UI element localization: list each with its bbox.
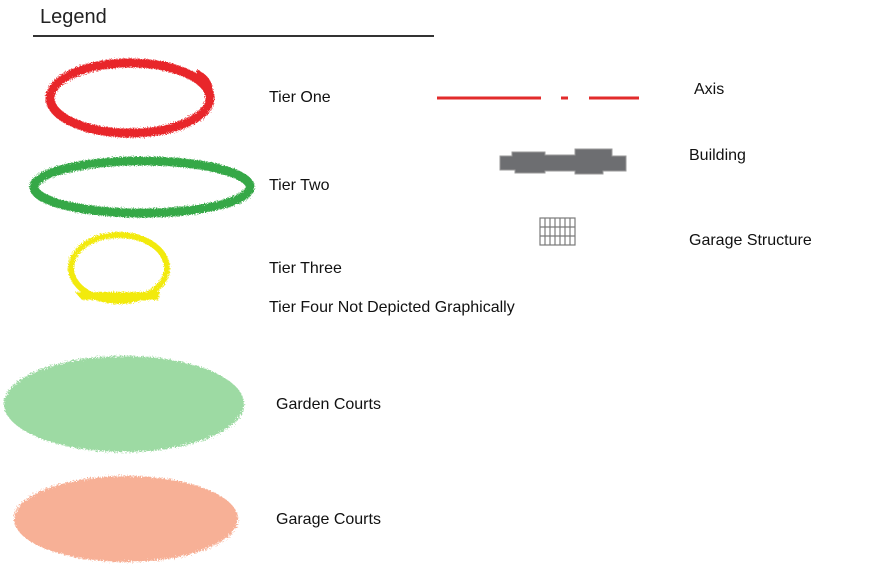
garage-structure-label: Garage Structure [689, 232, 812, 249]
legend-title: Legend [40, 6, 107, 28]
yellow-ellipse-outline-icon [68, 232, 170, 304]
building-label: Building [689, 147, 746, 164]
tier-three-label: Tier Three [269, 260, 342, 277]
garden-courts-label: Garden Courts [276, 396, 381, 413]
grid-garage-icon [539, 217, 576, 246]
salmon-filled-ellipse-icon [14, 476, 238, 562]
tier-two-label: Tier Two [269, 177, 330, 194]
light-green-filled-ellipse-icon [4, 356, 244, 452]
gray-building-footprint-icon [499, 148, 627, 175]
legend-title-underline [33, 35, 434, 37]
tier-one-label: Tier One [269, 89, 331, 106]
axis-label: Axis [694, 81, 725, 98]
red-ellipse-outline-icon [45, 58, 215, 138]
green-ellipse-outline-icon [29, 156, 255, 218]
tier-four-label: Tier Four Not Depicted Graphically [269, 299, 515, 316]
garage-courts-label: Garage Courts [276, 511, 381, 528]
